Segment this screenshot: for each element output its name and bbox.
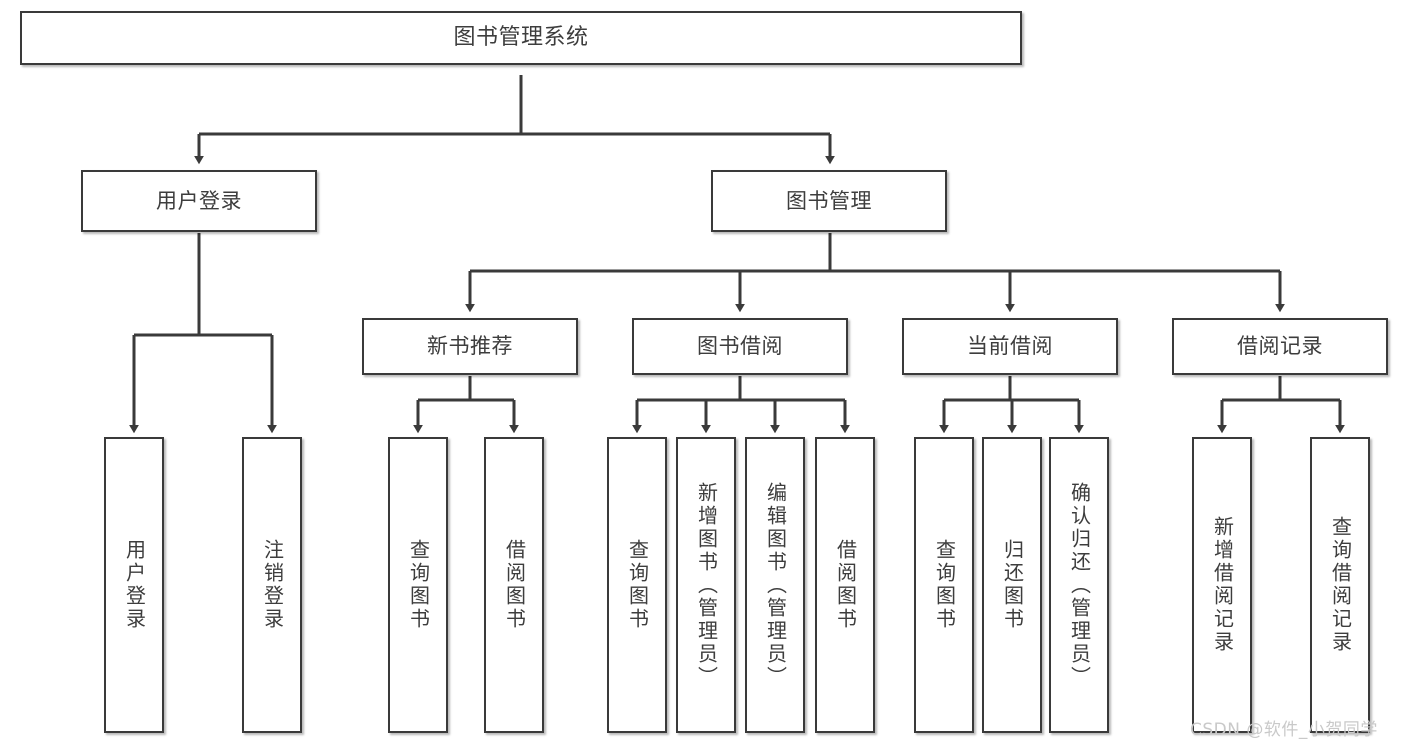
node-label: 编辑图书（管理员） bbox=[763, 481, 788, 689]
node-leaf-borrow-book-2[interactable]: 借阅图书 bbox=[815, 437, 875, 733]
node-leaf-borrow-book-1[interactable]: 借阅图书 bbox=[484, 437, 544, 733]
node-book-management[interactable]: 图书管理 bbox=[711, 170, 947, 232]
node-label: 图书管理 bbox=[786, 188, 872, 213]
node-leaf-query-record[interactable]: 查询借阅记录 bbox=[1310, 437, 1370, 733]
node-label: 新增图书（管理员） bbox=[694, 481, 719, 689]
node-leaf-edit-book[interactable]: 编辑图书（管理员） bbox=[745, 437, 805, 733]
node-label: 用户登录 bbox=[122, 539, 147, 631]
node-label: 注销登录 bbox=[260, 539, 285, 631]
node-leaf-query-book-2[interactable]: 查询图书 bbox=[607, 437, 667, 733]
node-leaf-add-book[interactable]: 新增图书（管理员） bbox=[676, 437, 736, 733]
node-leaf-return-book[interactable]: 归还图书 bbox=[982, 437, 1042, 733]
node-leaf-user-login[interactable]: 用户登录 bbox=[104, 437, 164, 733]
node-borrow-record[interactable]: 借阅记录 bbox=[1172, 318, 1388, 375]
node-leaf-query-book-1[interactable]: 查询图书 bbox=[388, 437, 448, 733]
node-current-borrow[interactable]: 当前借阅 bbox=[902, 318, 1118, 375]
node-label: 图书借阅 bbox=[697, 334, 783, 359]
node-label: 当前借阅 bbox=[967, 334, 1053, 359]
node-label: 查询借阅记录 bbox=[1328, 516, 1353, 654]
node-label: 借阅记录 bbox=[1237, 334, 1323, 359]
node-new-book-recommend[interactable]: 新书推荐 bbox=[362, 318, 578, 375]
watermark-label: CSDN @软件_小贺同学 bbox=[1190, 720, 1378, 740]
node-label: 归还图书 bbox=[1000, 539, 1025, 631]
node-label: 新书推荐 bbox=[427, 334, 513, 359]
node-leaf-confirm-return[interactable]: 确认归还（管理员） bbox=[1049, 437, 1109, 733]
node-label: 新增借阅记录 bbox=[1210, 516, 1235, 654]
node-label: 图书管理系统 bbox=[453, 25, 589, 51]
node-leaf-logout-login[interactable]: 注销登录 bbox=[242, 437, 302, 733]
node-label: 查询图书 bbox=[625, 539, 650, 631]
node-root-system[interactable]: 图书管理系统 bbox=[20, 11, 1022, 65]
node-label: 确认归还（管理员） bbox=[1067, 481, 1092, 689]
node-leaf-query-book-3[interactable]: 查询图书 bbox=[914, 437, 974, 733]
node-label: 查询图书 bbox=[932, 539, 957, 631]
node-label: 查询图书 bbox=[406, 539, 431, 631]
node-label: 借阅图书 bbox=[502, 539, 527, 631]
node-label: 用户登录 bbox=[156, 188, 242, 213]
node-book-borrow[interactable]: 图书借阅 bbox=[632, 318, 848, 375]
node-user-login[interactable]: 用户登录 bbox=[81, 170, 317, 232]
node-label: 借阅图书 bbox=[833, 539, 858, 631]
node-leaf-add-record[interactable]: 新增借阅记录 bbox=[1192, 437, 1252, 733]
